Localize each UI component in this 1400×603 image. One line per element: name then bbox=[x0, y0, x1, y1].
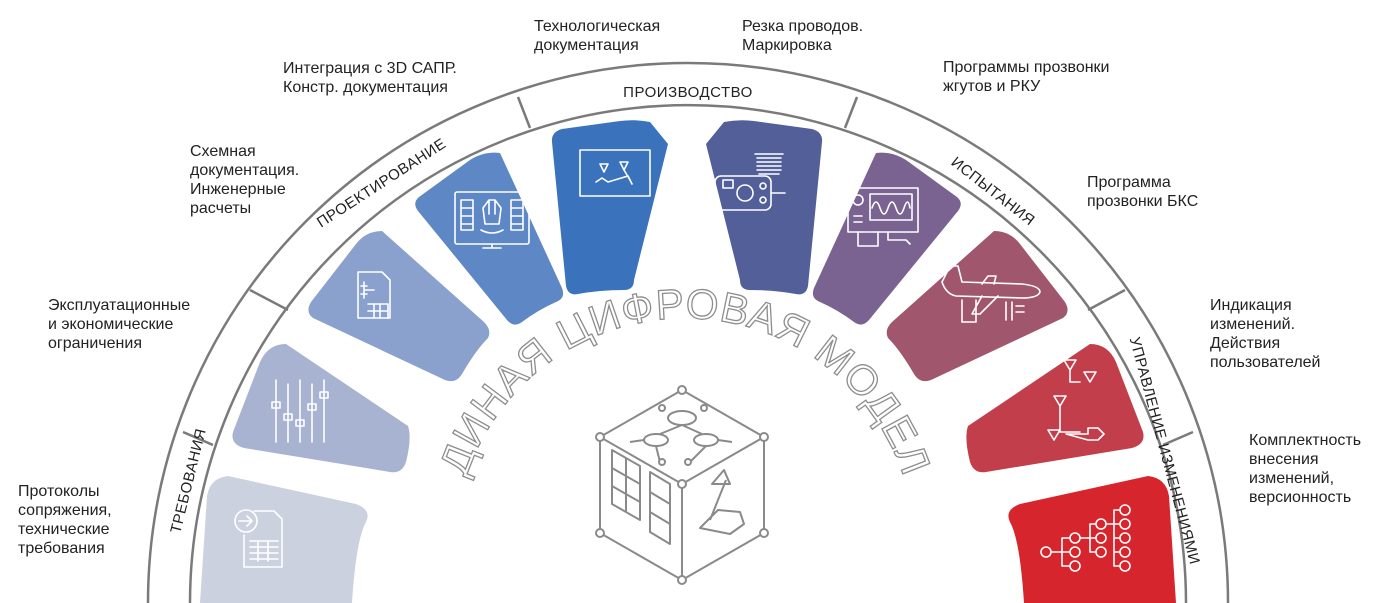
document-arrow-icon bbox=[234, 509, 283, 568]
flow-arrows-icon bbox=[1047, 359, 1105, 441]
segment-schematic bbox=[308, 231, 490, 382]
annotation-schematic: Схемная документация. Инженерные расчеты bbox=[190, 143, 300, 217]
segments bbox=[200, 120, 1176, 603]
segment-wire-cutting bbox=[706, 120, 823, 295]
annotation-cad: Интеграция с 3D САПР. Констр. документац… bbox=[283, 60, 457, 96]
oscilloscope-icon bbox=[847, 187, 919, 247]
inner-ring bbox=[188, 103, 1188, 603]
annotation-bks: Программа прозвонки БКС bbox=[1087, 174, 1199, 210]
outer-ring bbox=[146, 61, 1230, 603]
phase-label-requirements: ТРЕБОВАНИЯ bbox=[167, 427, 209, 535]
annotation-protocols: Протоколы сопряжения, технические требов… bbox=[18, 483, 112, 557]
monitor-3d-model-icon bbox=[454, 191, 530, 249]
phase-separators bbox=[182, 96, 1194, 447]
digital-cube-icon bbox=[595, 385, 769, 585]
segment-harness-testing bbox=[812, 152, 961, 325]
phase-label-testing: ИСПЫТАНИЯ bbox=[948, 154, 1038, 230]
annotation-harness-test: Программы прозвонки жгутов и РКУ bbox=[943, 59, 1110, 95]
segment-protocols bbox=[200, 476, 368, 603]
annotation-cutting: Резка проводов. Маркировка bbox=[742, 18, 864, 54]
annotation-completeness: Комплектность внесения изменений, версио… bbox=[1249, 432, 1362, 506]
hierarchy-tree-icon bbox=[1040, 504, 1131, 572]
annotation-tech: Технологическая документация bbox=[534, 18, 661, 54]
segment-change-indication bbox=[966, 344, 1144, 473]
segment-technological bbox=[551, 120, 668, 295]
airplane-icon bbox=[941, 265, 1041, 323]
phase-label-production: ПРОИЗВОДСТВО bbox=[623, 84, 753, 101]
annotation-operational: Эксплуатационные и экономические огранич… bbox=[48, 297, 191, 352]
drawing-board-icon bbox=[579, 149, 651, 197]
segment-completeness bbox=[1008, 476, 1176, 603]
segment-operational bbox=[232, 344, 410, 473]
annotation-changes: Индикация изменений. Действия пользовате… bbox=[1210, 297, 1321, 371]
sliders-icon bbox=[271, 379, 329, 443]
wire-machine-icon bbox=[704, 153, 786, 211]
segment-3d-integration bbox=[415, 152, 564, 325]
schematic-document-icon bbox=[357, 271, 391, 319]
